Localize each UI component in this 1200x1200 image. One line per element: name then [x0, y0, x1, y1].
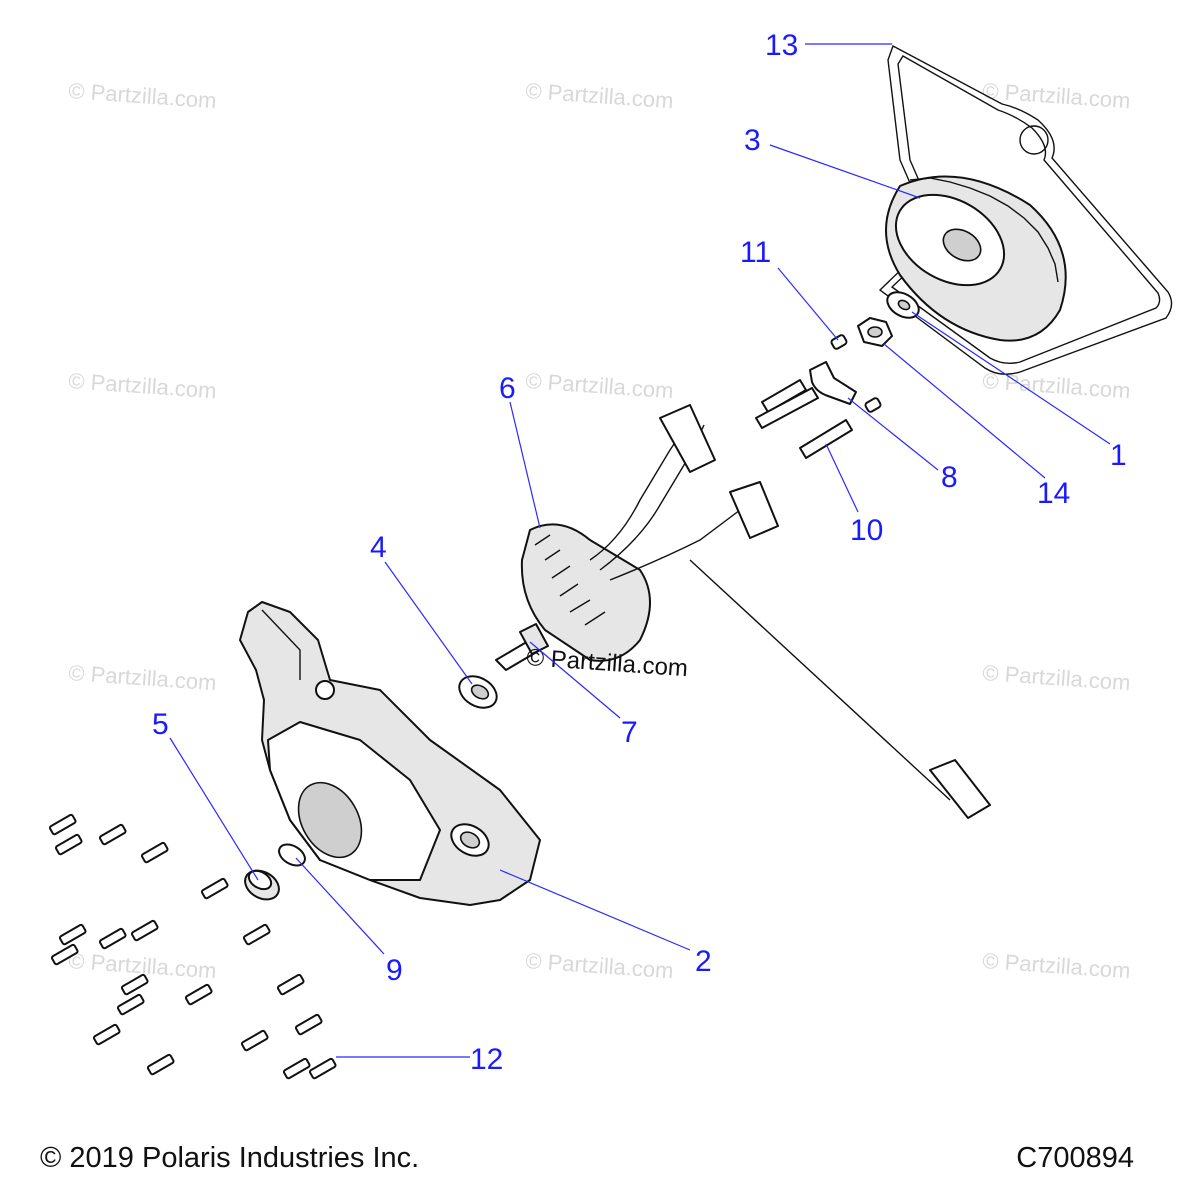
callout-9[interactable]: 9 [386, 954, 403, 987]
part-10-bolts[interactable] [755, 379, 853, 459]
callout-12[interactable]: 12 [470, 1043, 503, 1076]
part-11-screws[interactable] [830, 334, 882, 413]
leader-4 [384, 561, 473, 685]
callout-10[interactable]: 10 [850, 514, 883, 547]
part-2-cover[interactable] [239, 601, 541, 906]
watermark: © Partzilla.com [68, 660, 218, 695]
callout-8[interactable]: 8 [941, 461, 958, 494]
callout-4[interactable]: 4 [370, 531, 387, 564]
leader-lines [169, 43, 1111, 1058]
part-3-flywheel[interactable] [880, 175, 1067, 342]
watermark: © Partzilla.com [525, 78, 675, 113]
part-7-pin[interactable] [495, 623, 549, 671]
part-12-bolts[interactable] [48, 813, 337, 1080]
leader-11 [777, 267, 839, 341]
leader-8 [847, 397, 939, 471]
callout-2[interactable]: 2 [695, 945, 712, 978]
callout-3[interactable]: 3 [744, 124, 761, 157]
leader-3 [769, 144, 921, 199]
leader-6 [509, 401, 541, 529]
callout-numbers: 13 3 11 6 1 8 14 10 4 7 5 2 9 12 [152, 29, 1127, 1076]
copyright-notice: © 2019 Polaris Industries Inc. [40, 1142, 420, 1174]
callout-5[interactable]: 5 [152, 708, 169, 741]
callout-11[interactable]: 11 [740, 236, 771, 269]
leader-14 [883, 343, 1046, 479]
part-5-plug[interactable] [240, 865, 284, 906]
center-watermark: © Partzilla.com [526, 644, 689, 682]
part-8-bracket[interactable] [809, 361, 857, 405]
watermark: © Partzilla.com [982, 948, 1132, 983]
watermark: © Partzilla.com [525, 948, 675, 983]
part-13-gasket[interactable] [878, 45, 1173, 375]
callout-14[interactable]: 14 [1037, 477, 1070, 510]
callout-6[interactable]: 6 [499, 372, 516, 405]
leader-9 [295, 857, 385, 955]
part-14-nut[interactable] [857, 317, 893, 347]
callout-7[interactable]: 7 [621, 716, 638, 749]
leader-10 [825, 443, 859, 513]
part-9-oring[interactable] [275, 840, 308, 870]
part-4-bearing[interactable] [454, 670, 503, 714]
diagram-code: C700894 [1016, 1142, 1134, 1174]
watermark: © Partzilla.com [982, 78, 1132, 113]
part-1-washer[interactable] [883, 287, 923, 323]
watermark: © Partzilla.com [68, 78, 218, 113]
leader-7 [529, 641, 621, 719]
part-6-stator[interactable] [520, 404, 991, 819]
leader-2 [499, 869, 691, 951]
leader-5 [169, 737, 259, 881]
watermark: © Partzilla.com [982, 660, 1132, 695]
callout-1[interactable]: 1 [1110, 439, 1127, 472]
watermark: © Partzilla.com [525, 368, 675, 403]
leader-1 [911, 311, 1111, 445]
watermark: © Partzilla.com [68, 368, 218, 403]
callout-13[interactable]: 13 [765, 29, 798, 62]
